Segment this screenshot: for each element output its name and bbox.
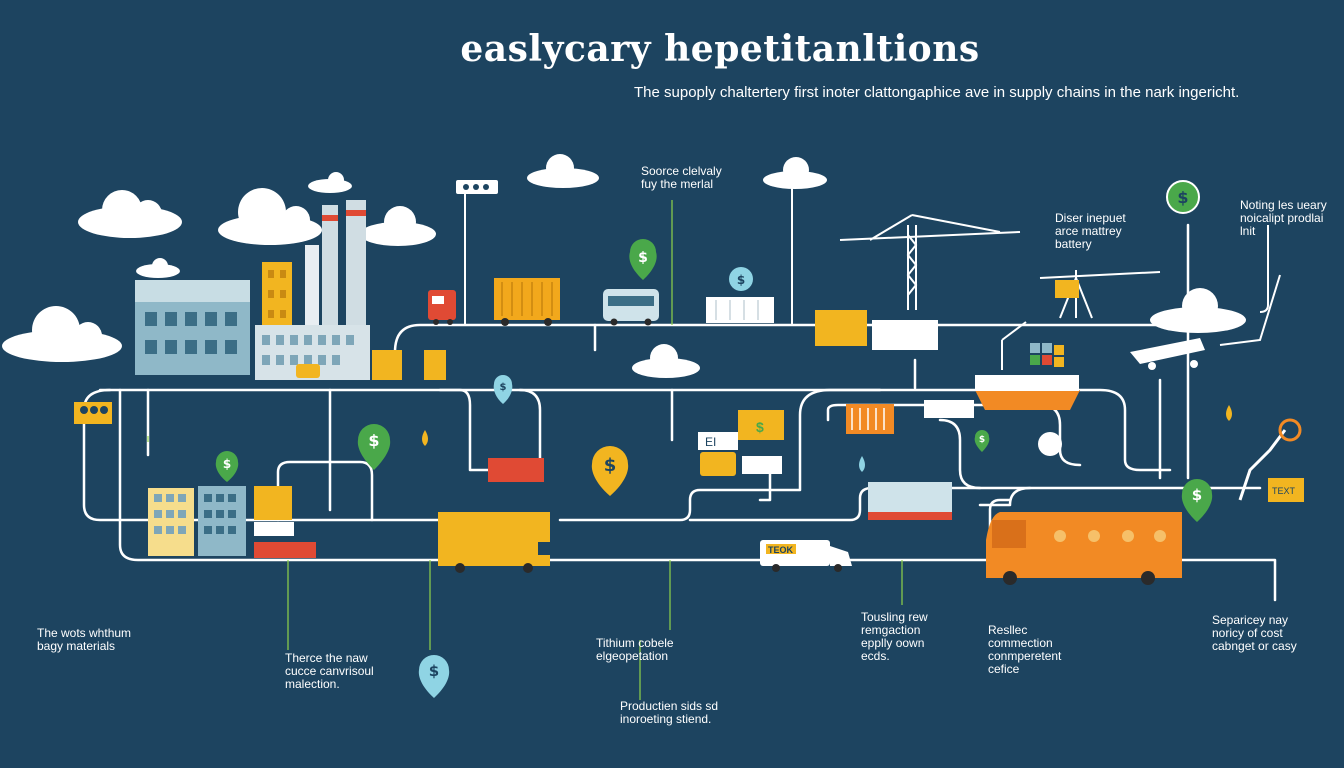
- drop-icon: [422, 430, 428, 446]
- dollar-pin-icon: $: [493, 375, 513, 404]
- van-label: TEOK: [768, 545, 794, 555]
- top-road: [393, 323, 1232, 354]
- clouds: [2, 154, 1246, 378]
- assembly-arm: [1130, 338, 1205, 370]
- dollar-coin-icon: $: [1166, 180, 1200, 214]
- cloud-icon: [308, 172, 352, 193]
- cloud-icon: [136, 258, 180, 278]
- left-loop: [82, 388, 442, 522]
- cloud-icon: [2, 306, 122, 362]
- cloud-icon: [1150, 288, 1246, 333]
- cloud-icon: [78, 190, 182, 238]
- factory: [135, 200, 446, 380]
- cloud-icon: [218, 188, 322, 245]
- dollar-pin-icon: $: [418, 655, 450, 698]
- svg-text:$: $: [979, 435, 985, 445]
- cloud-icon: [763, 157, 827, 189]
- diagram-title: easlycary hepetitanltions: [460, 28, 980, 70]
- top-vehicles: [428, 180, 774, 326]
- cloud-icon: [360, 206, 436, 246]
- road-network: [82, 223, 1277, 602]
- truck-label: $: [756, 419, 764, 435]
- svg-text:$: $: [737, 273, 745, 287]
- cart-label: TEXT: [1272, 486, 1296, 496]
- warehouses: [148, 486, 316, 558]
- drop-icon: [859, 456, 865, 472]
- drop-icon: [1226, 405, 1232, 421]
- svg-text:$: $: [223, 457, 231, 471]
- dollar-pin-icon: $: [591, 446, 629, 496]
- dollar-pin-icon: $: [629, 239, 657, 280]
- bottom-road: [118, 388, 1277, 602]
- cloud-icon: [527, 154, 599, 188]
- cloud-icon: [632, 344, 700, 378]
- svg-text:$: $: [368, 431, 379, 450]
- port: [815, 214, 1205, 410]
- svg-text:$: $: [500, 382, 507, 393]
- dollar-pin-icon: $: [215, 451, 239, 482]
- svg-text:$: $: [638, 250, 648, 266]
- dollar-pin-icon: $: [1181, 479, 1213, 522]
- big-vehicles: TEOK TEXT: [438, 418, 1304, 585]
- dollar-pin-icon: $: [729, 267, 753, 291]
- dollar-pin-icon: $: [974, 430, 990, 452]
- dollar-pin-icon: $: [357, 424, 391, 470]
- svg-text:$: $: [1192, 486, 1202, 504]
- middle-section: EI $: [74, 400, 1062, 520]
- svg-text:$: $: [604, 455, 617, 476]
- svg-text:$: $: [429, 662, 439, 680]
- droplets: [422, 405, 1232, 472]
- diagram-subtitle: The supoply chaltertery first inoter cla…: [634, 84, 1240, 101]
- truck-label: EI: [705, 435, 716, 449]
- svg-text:$: $: [1177, 188, 1188, 207]
- money-pins: $ $ $ $ $ $ $ $ $ $: [215, 180, 1213, 698]
- leader-lines: [147, 200, 903, 700]
